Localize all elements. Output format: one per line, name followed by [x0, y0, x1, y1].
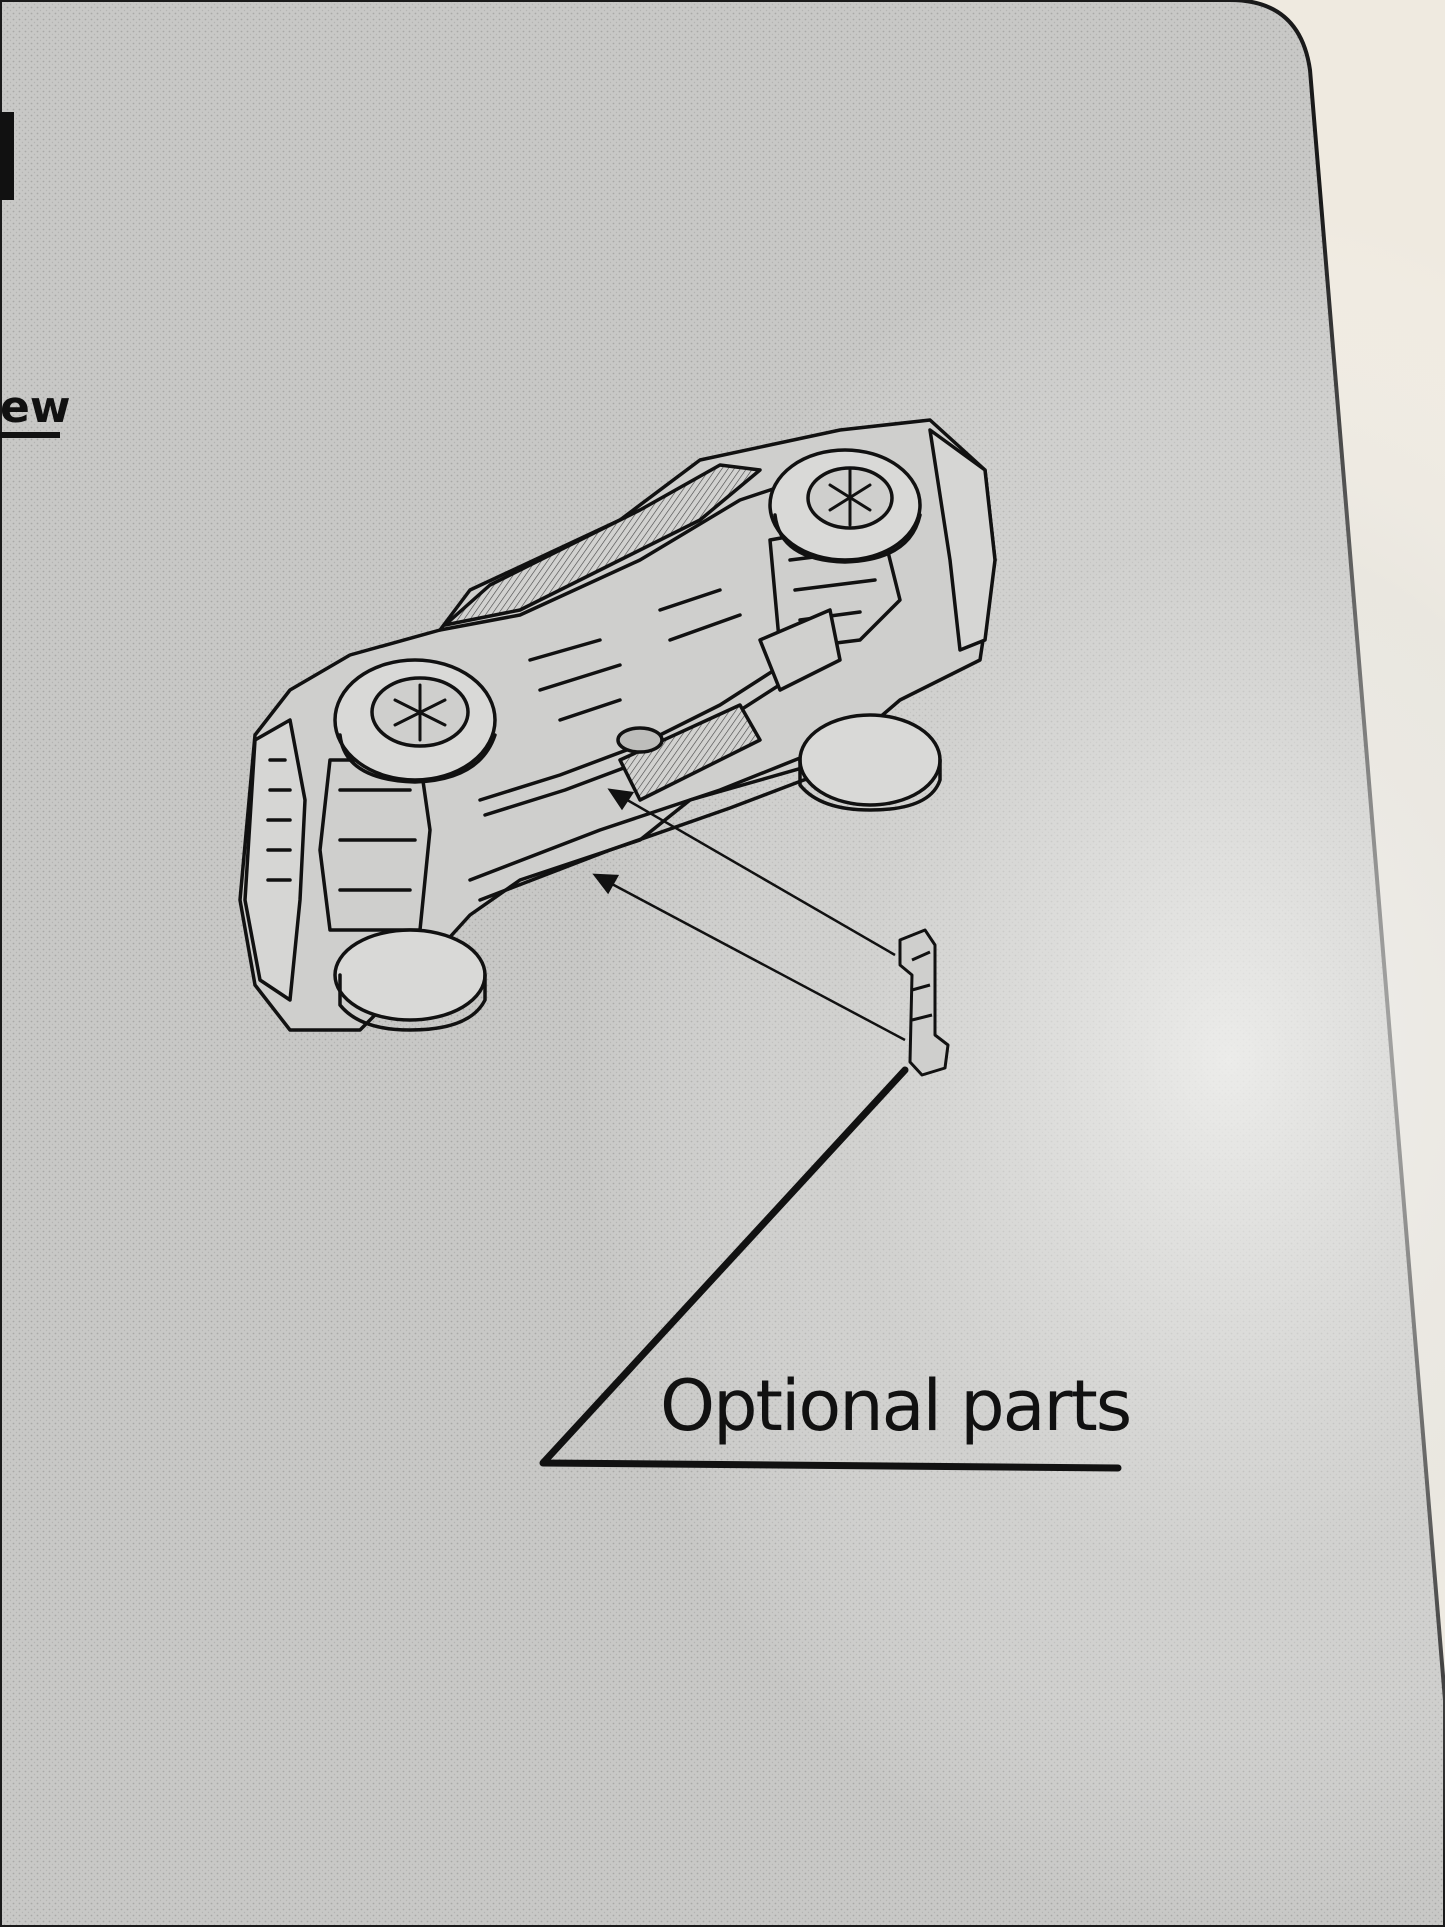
heading-underline: [0, 432, 60, 438]
pointer-line-lower: [594, 873, 906, 1042]
heading-fragment: ew: [0, 382, 71, 433]
exhaust-joint: [616, 726, 664, 754]
car-sill-line: [468, 748, 822, 882]
arrow-head-lower: [592, 873, 620, 895]
wheel-rear-bottom: [798, 713, 942, 812]
pointer-lines: [592, 788, 906, 1042]
pointer-line-upper: [609, 788, 896, 957]
front-crossmember: [338, 788, 417, 892]
arrow-head-upper: [607, 788, 635, 811]
callout-shape: [539, 1066, 1122, 1472]
muffler: [618, 703, 762, 802]
rear-bumper: [928, 428, 997, 652]
wheel-front-bottom: [333, 928, 487, 1032]
car-illustration: [238, 418, 997, 1032]
wheel-front-top: [333, 658, 497, 784]
car-body-outline: [238, 418, 997, 1032]
optional-part-drawing: [898, 928, 950, 1077]
car-roof: [443, 463, 762, 627]
front-grille: [266, 758, 292, 882]
car-sill-line-2: [478, 768, 832, 902]
wheel-rear-top: [768, 448, 922, 564]
car-side-panel: [438, 468, 832, 632]
floor-ribs: [528, 588, 742, 722]
section-tab: [0, 112, 14, 200]
fuel-tank: [758, 608, 842, 692]
callout-label-optional-parts: Optional parts: [660, 1365, 1130, 1447]
